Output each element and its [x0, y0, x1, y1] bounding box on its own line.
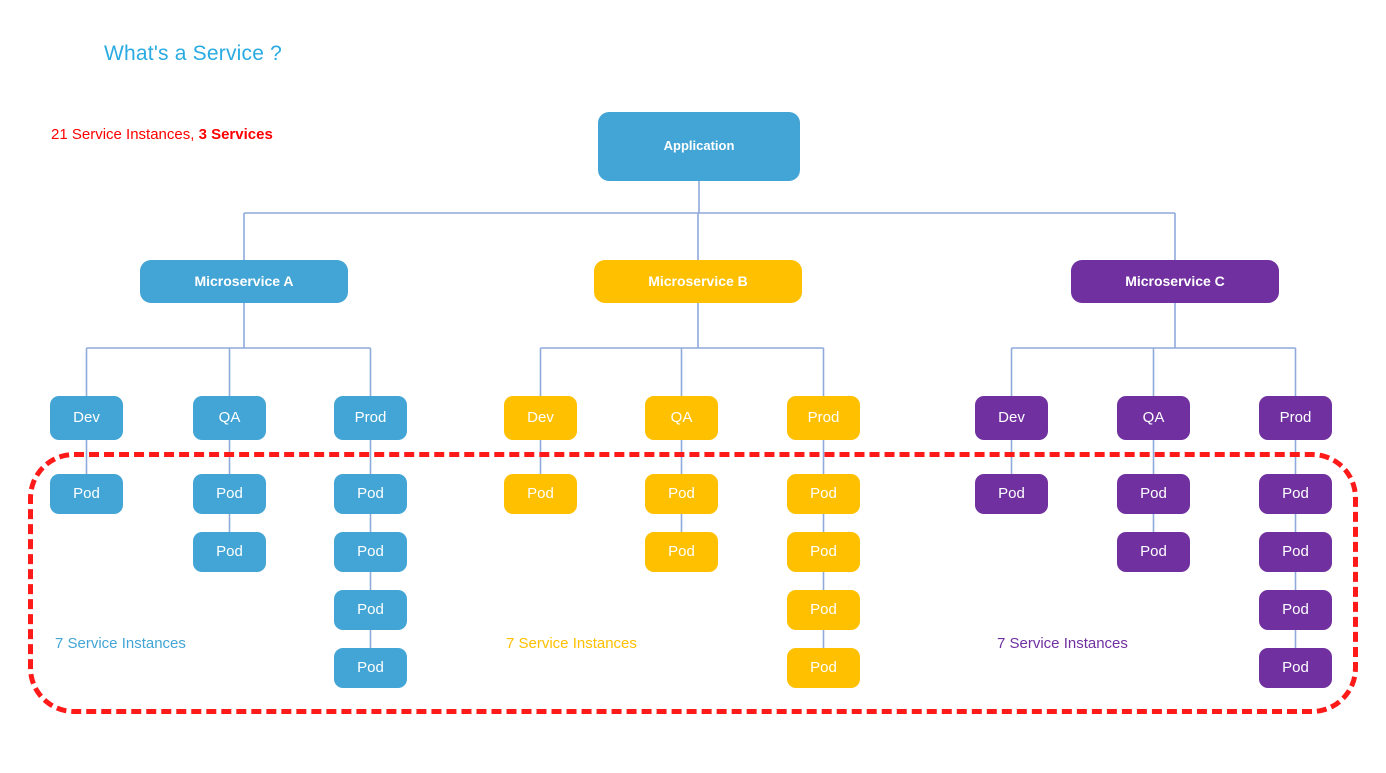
- node-env-0-0[interactable]: Dev: [50, 396, 123, 440]
- node-pod-1-2-0[interactable]: Pod: [787, 474, 860, 514]
- node-pod-2-2-0[interactable]: Pod: [1259, 474, 1332, 514]
- group-caption-1: 7 Service Instances: [506, 635, 637, 652]
- node-env-0-2-label: Prod: [354, 408, 387, 426]
- node-env-2-2[interactable]: Prod: [1259, 396, 1332, 440]
- node-microservice-1[interactable]: Microservice B: [594, 260, 802, 303]
- node-pod-2-1-0[interactable]: Pod: [1117, 474, 1190, 514]
- node-env-0-1[interactable]: QA: [193, 396, 266, 440]
- node-pod-2-0-0[interactable]: Pod: [975, 474, 1048, 514]
- node-env-0-0-label: Dev: [73, 408, 100, 426]
- node-pod-0-1-0[interactable]: Pod: [193, 474, 266, 514]
- node-pod-1-2-1[interactable]: Pod: [787, 532, 860, 572]
- node-pod-0-2-2[interactable]: Pod: [334, 590, 407, 630]
- instance-summary-prefix: 21 Service Instances,: [51, 126, 199, 143]
- node-microservice-2-label: Microservice C: [1125, 272, 1225, 289]
- node-pod-2-2-3-label: Pod: [1282, 658, 1309, 676]
- node-pod-0-2-3-label: Pod: [357, 658, 384, 676]
- node-pod-1-2-3[interactable]: Pod: [787, 648, 860, 688]
- node-pod-2-2-0-label: Pod: [1282, 484, 1309, 502]
- node-env-0-1-label: QA: [218, 408, 241, 426]
- instance-summary: 21 Service Instances, 3 Services: [51, 126, 273, 143]
- node-pod-2-2-2-label: Pod: [1282, 600, 1309, 618]
- node-microservice-1-label: Microservice B: [648, 272, 748, 289]
- node-pod-1-1-0-label: Pod: [668, 484, 695, 502]
- node-application[interactable]: Application: [598, 112, 800, 181]
- node-pod-2-1-1-label: Pod: [1140, 542, 1167, 560]
- instance-summary-services: 3 Services: [198, 126, 273, 143]
- node-microservice-2[interactable]: Microservice C: [1071, 260, 1279, 303]
- node-env-2-1-label: QA: [1142, 408, 1165, 426]
- node-microservice-0[interactable]: Microservice A: [140, 260, 348, 303]
- node-pod-2-1-1[interactable]: Pod: [1117, 532, 1190, 572]
- node-pod-2-1-0-label: Pod: [1140, 484, 1167, 502]
- node-pod-0-0-0[interactable]: Pod: [50, 474, 123, 514]
- node-pod-0-1-1[interactable]: Pod: [193, 532, 266, 572]
- node-env-1-2-label: Prod: [807, 408, 840, 426]
- node-pod-2-2-2[interactable]: Pod: [1259, 590, 1332, 630]
- node-env-2-2-label: Prod: [1279, 408, 1312, 426]
- node-env-1-2[interactable]: Prod: [787, 396, 860, 440]
- node-pod-1-2-2-label: Pod: [810, 600, 837, 618]
- node-pod-1-2-0-label: Pod: [810, 484, 837, 502]
- node-pod-0-2-2-label: Pod: [357, 600, 384, 618]
- node-env-2-0-label: Dev: [998, 408, 1025, 426]
- node-env-1-1[interactable]: QA: [645, 396, 718, 440]
- node-pod-1-2-1-label: Pod: [810, 542, 837, 560]
- node-pod-0-1-1-label: Pod: [216, 542, 243, 560]
- node-pod-1-1-0[interactable]: Pod: [645, 474, 718, 514]
- node-pod-0-2-1-label: Pod: [357, 542, 384, 560]
- node-pod-1-0-0[interactable]: Pod: [504, 474, 577, 514]
- node-pod-0-0-0-label: Pod: [73, 484, 100, 502]
- node-env-0-2[interactable]: Prod: [334, 396, 407, 440]
- node-pod-1-1-1-label: Pod: [668, 542, 695, 560]
- node-pod-0-1-0-label: Pod: [216, 484, 243, 502]
- node-pod-2-2-1[interactable]: Pod: [1259, 532, 1332, 572]
- node-application-label: Application: [663, 138, 735, 154]
- node-pod-1-2-2[interactable]: Pod: [787, 590, 860, 630]
- node-pod-2-0-0-label: Pod: [998, 484, 1025, 502]
- page-title: What's a Service ?: [104, 42, 283, 65]
- node-env-1-0[interactable]: Dev: [504, 396, 577, 440]
- node-pod-2-2-1-label: Pod: [1282, 542, 1309, 560]
- group-caption-2: 7 Service Instances: [997, 635, 1128, 652]
- node-env-2-0[interactable]: Dev: [975, 396, 1048, 440]
- node-pod-0-2-3[interactable]: Pod: [334, 648, 407, 688]
- node-pod-0-2-0-label: Pod: [357, 484, 384, 502]
- group-caption-0: 7 Service Instances: [55, 635, 186, 652]
- node-pod-1-1-1[interactable]: Pod: [645, 532, 718, 572]
- node-env-2-1[interactable]: QA: [1117, 396, 1190, 440]
- node-pod-0-2-0[interactable]: Pod: [334, 474, 407, 514]
- node-pod-1-0-0-label: Pod: [527, 484, 554, 502]
- node-env-1-1-label: QA: [670, 408, 693, 426]
- node-pod-0-2-1[interactable]: Pod: [334, 532, 407, 572]
- node-env-1-0-label: Dev: [527, 408, 554, 426]
- node-microservice-0-label: Microservice A: [194, 272, 294, 289]
- node-pod-1-2-3-label: Pod: [810, 658, 837, 676]
- node-pod-2-2-3[interactable]: Pod: [1259, 648, 1332, 688]
